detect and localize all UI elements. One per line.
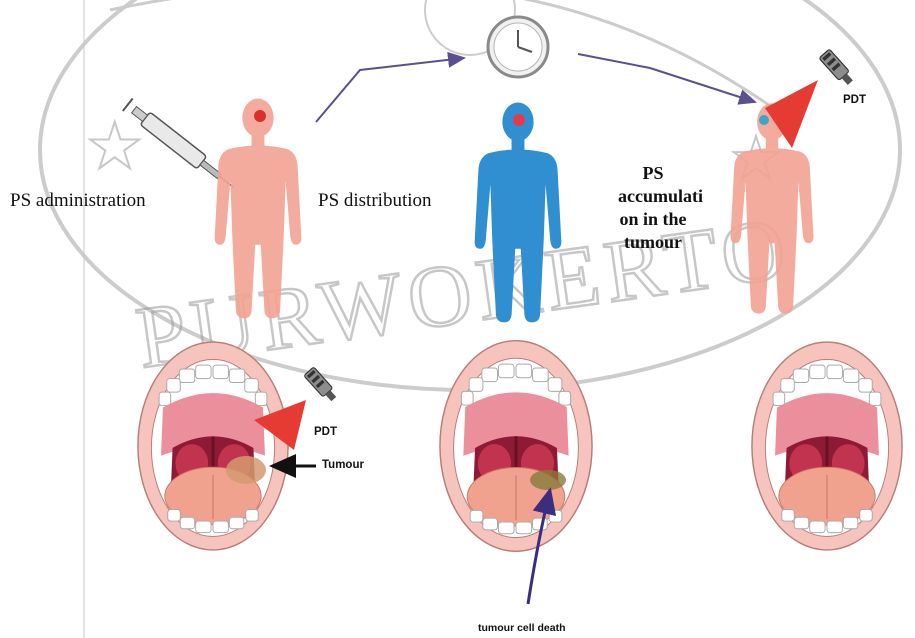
label-ps-accumulation-line3: on in the	[618, 208, 688, 231]
label-ps-accumulation-line4: tumour	[618, 231, 688, 254]
mouth-after-treatment	[752, 342, 902, 550]
label-pdt-bottom: PDT	[314, 426, 337, 438]
watermark-star-left: ★	[86, 110, 143, 184]
arrow-to-clock	[316, 58, 464, 122]
label-tumour-cell-death: tumour cell death	[478, 622, 566, 634]
label-ps-accumulation-line2: accumulati	[618, 185, 688, 208]
label-ps-accumulation-line1: PS	[618, 162, 688, 185]
label-tumour: Tumour	[322, 459, 364, 471]
label-ps-administration: PS administration	[10, 190, 146, 212]
mouth-before-treatment	[138, 342, 288, 550]
label-pdt-top: PDT	[843, 94, 866, 106]
clock-icon	[488, 17, 548, 77]
label-ps-accumulation: PS accumulati on in the tumour	[618, 162, 688, 254]
mouth-during-treatment	[440, 341, 592, 552]
label-ps-distribution: PS distribution	[318, 190, 432, 212]
